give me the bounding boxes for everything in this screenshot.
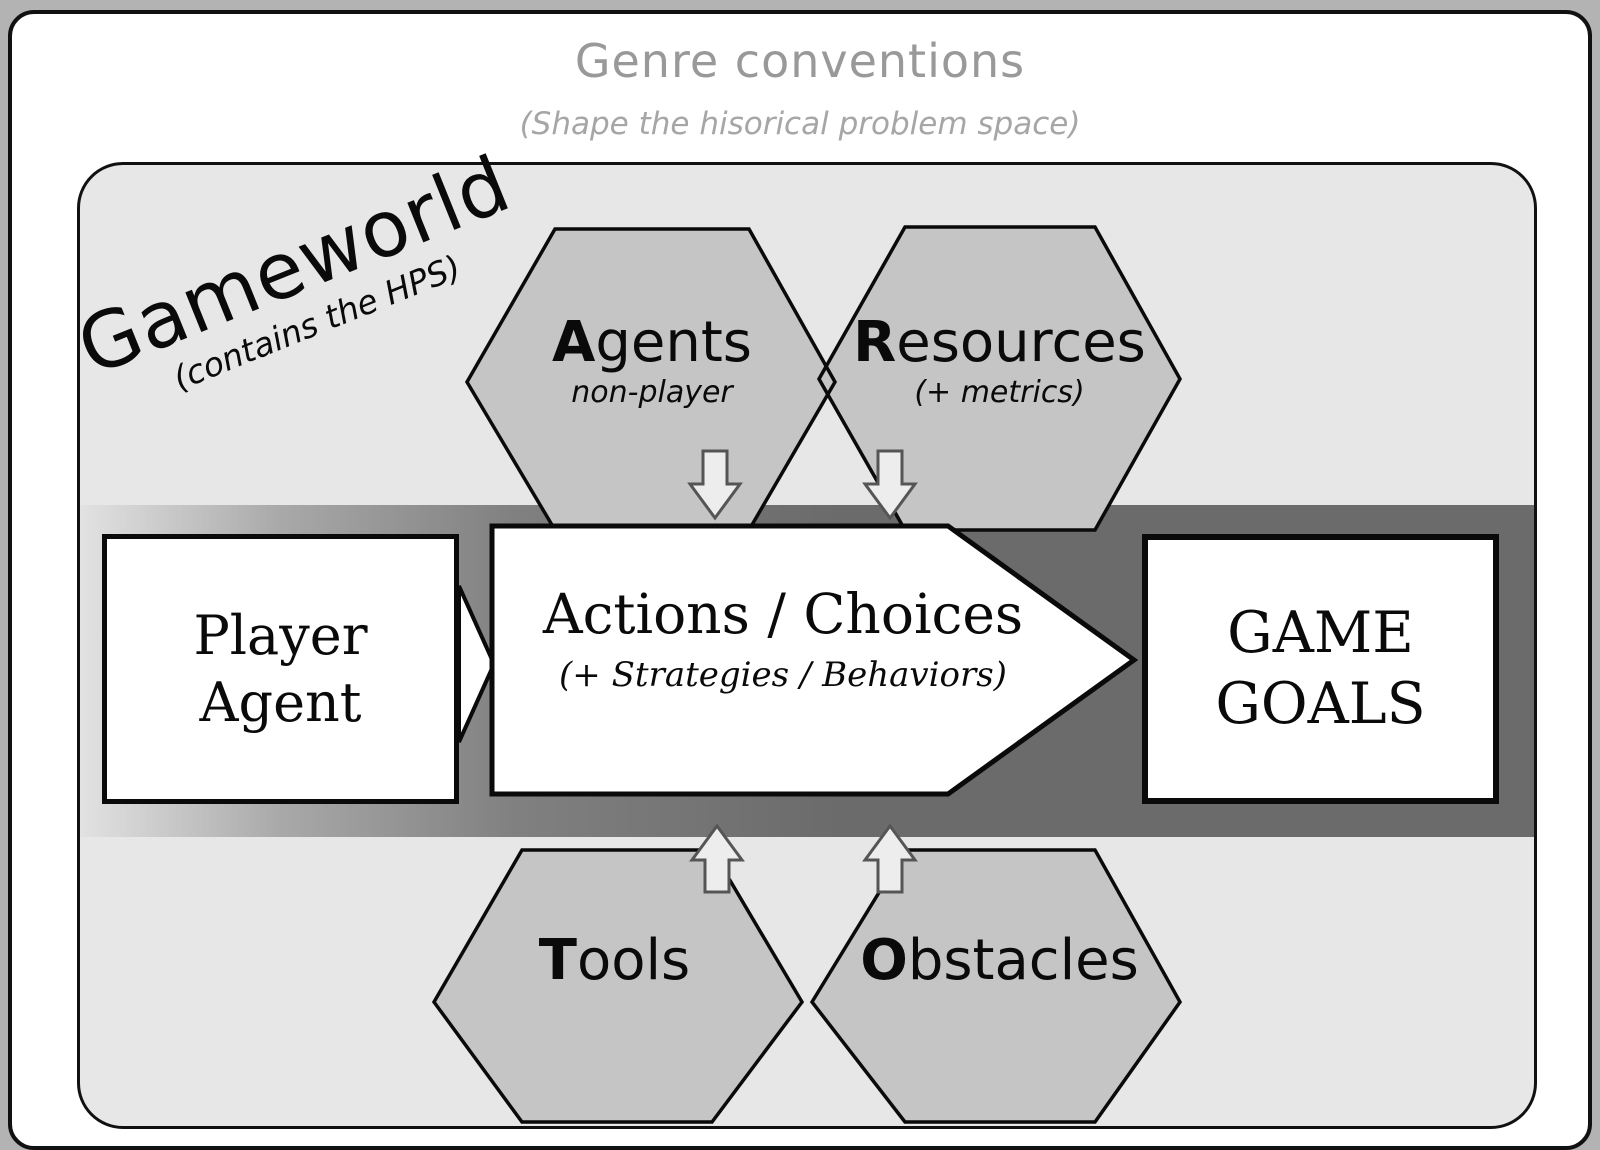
diagram-card: Genre conventions (Shape the hisorical p… bbox=[8, 10, 1592, 1150]
tools-lead-letter: T bbox=[538, 928, 577, 993]
actions-line2: (+ Strategies / Behaviors) bbox=[559, 654, 1007, 695]
agents-rest-text: gents bbox=[595, 310, 752, 375]
tools-rest-text: ools bbox=[576, 928, 691, 993]
resources-lead-letter: R bbox=[853, 310, 897, 375]
player-agent-line2: Agent bbox=[199, 671, 362, 734]
agents-lead-letter: A bbox=[552, 310, 596, 375]
actions-line1: Actions / Choices bbox=[542, 582, 1024, 646]
tools-label: Tools bbox=[432, 931, 797, 991]
resources-sublabel: (+ metrics) bbox=[914, 374, 1085, 410]
player-agent-line1: Player bbox=[193, 603, 368, 667]
actions-label: Actions / Choices (+ Strategies / Behavi… bbox=[500, 584, 1066, 695]
diagram-subtitle: (Shape the hisorical problem space) bbox=[519, 106, 1081, 142]
player-agent-box: Player Agent bbox=[102, 534, 459, 804]
obstacles-lead-letter: O bbox=[860, 928, 908, 993]
obstacles-rest-text: bstacles bbox=[907, 928, 1139, 993]
resources-rest-text: esources bbox=[896, 310, 1146, 375]
agents-label: Agents non-player bbox=[467, 313, 837, 410]
obstacles-label: Obstacles bbox=[817, 931, 1182, 991]
agents-sublabel: non-player bbox=[571, 374, 733, 410]
diagram-title: Genre conventions bbox=[574, 34, 1026, 88]
game-goals-line2: GOALS bbox=[1215, 671, 1426, 737]
resources-label: Resources (+ metrics) bbox=[817, 313, 1182, 410]
game-goals-box: GAME GOALS bbox=[1142, 534, 1499, 804]
game-goals-line1: GAME bbox=[1227, 599, 1414, 666]
